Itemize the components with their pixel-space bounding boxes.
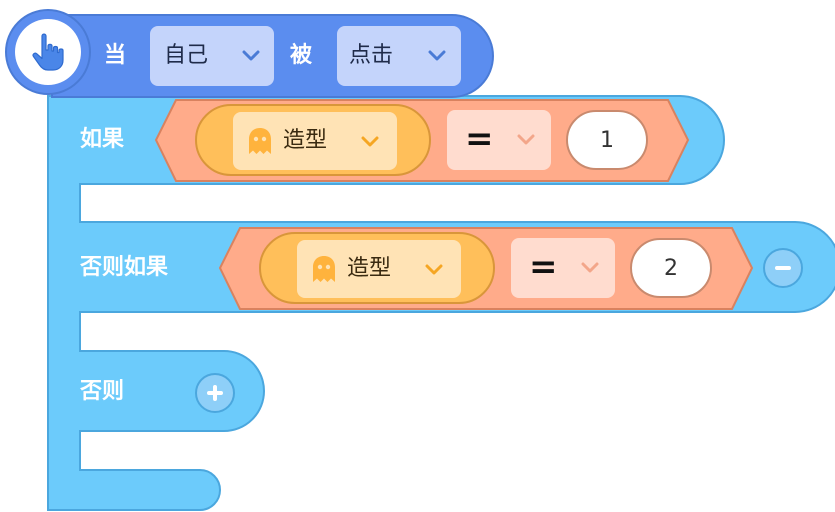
operator-dropdown-2-value: = <box>529 247 558 287</box>
property-dropdown-1-value: 造型 <box>283 128 328 153</box>
chevron-down-icon <box>425 264 443 275</box>
by-label: 被 <box>290 43 313 68</box>
chevron-down-icon <box>581 262 599 273</box>
chevron-down-icon <box>517 134 535 145</box>
ghost-icon <box>313 256 335 282</box>
operator-dropdown-1[interactable]: = <box>447 110 551 170</box>
property-dropdown-2[interactable]: 造型 <box>297 240 461 298</box>
operator-dropdown-2[interactable]: = <box>511 238 615 298</box>
compare-value-input-1[interactable]: 1 <box>566 110 648 170</box>
plus-icon <box>207 385 223 401</box>
event-dropdown-value: 点击 <box>349 43 394 68</box>
chevron-down-icon <box>428 50 446 61</box>
target-dropdown-value: 自己 <box>164 43 209 68</box>
event-dropdown[interactable]: 点击 <box>337 26 461 86</box>
remove-else-if-button[interactable] <box>763 248 803 288</box>
property-reporter-1[interactable]: 造型 <box>195 104 431 176</box>
else-label: 否则 <box>80 379 125 404</box>
chevron-down-icon <box>242 50 260 61</box>
property-dropdown-1[interactable]: 造型 <box>233 112 397 170</box>
chevron-down-icon <box>361 136 379 147</box>
hand-pointer-icon <box>32 33 64 71</box>
ghost-icon <box>249 128 271 154</box>
add-branch-button[interactable] <box>195 373 235 413</box>
minus-icon <box>775 266 791 270</box>
else-if-label: 否则如果 <box>80 255 169 280</box>
compare-value-input-2[interactable]: 2 <box>630 238 712 298</box>
property-dropdown-2-value: 造型 <box>347 256 392 281</box>
if-label: 如果 <box>80 127 125 152</box>
property-reporter-2[interactable]: 造型 <box>259 232 495 304</box>
operator-dropdown-1-value: = <box>465 119 494 159</box>
target-dropdown[interactable]: 自己 <box>150 26 274 86</box>
when-label: 当 <box>104 43 127 68</box>
